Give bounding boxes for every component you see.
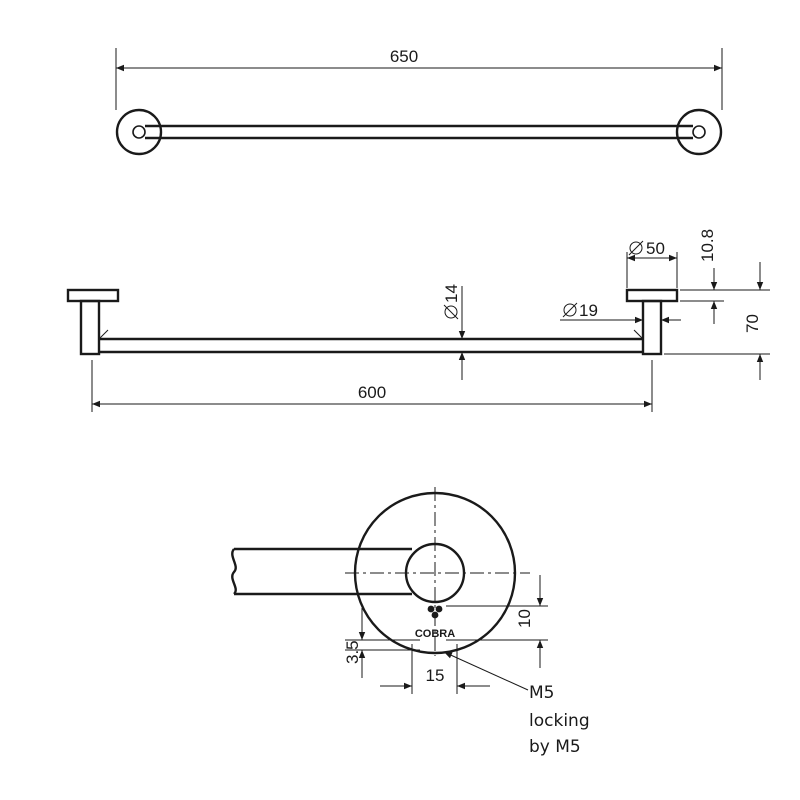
screw-label: M5: [529, 683, 554, 703]
projection-label: 70: [743, 314, 762, 333]
tube-diameter-callout: 19: [562, 301, 598, 320]
screw-offset-v-label: 3.5: [343, 640, 362, 664]
locking-note-line1: locking: [529, 711, 590, 731]
bar-bevel-right: [633, 329, 644, 340]
left-flange-plate: [66, 288, 120, 303]
right-post: [641, 299, 663, 356]
overall-length-label: 650: [390, 47, 418, 66]
flange-diameter-label: 50: [646, 239, 665, 258]
flange-thickness-label: 10.8: [698, 229, 717, 262]
top-view: 650: [115, 47, 723, 156]
right-flange-center: [692, 125, 706, 139]
bar-length-label: 600: [358, 383, 386, 402]
detail-bar-body: [234, 547, 412, 596]
left-flange-outline: [115, 108, 163, 156]
bar-bevel-left: [98, 329, 109, 340]
cobra-logo: COBRA: [415, 605, 455, 640]
detail-bar-break: [231, 548, 237, 595]
flange-diameter-callout: 50: [628, 239, 665, 258]
tube-diameter-label: 19: [579, 301, 598, 320]
front-view: 600 14 19 50 10.8: [66, 229, 770, 412]
right-flange-plate: [625, 288, 679, 303]
screw-height-label: 10: [515, 609, 534, 628]
left-post: [79, 299, 101, 356]
screw-leader-line: [443, 651, 529, 691]
left-flange-center: [132, 125, 146, 139]
logo-text: COBRA: [415, 628, 455, 640]
locking-note-line2: by M5: [529, 737, 581, 757]
right-flange-outline: [675, 108, 723, 156]
rod-diameter-label: 14: [442, 284, 461, 303]
detail-view: COBRA 10 3.5 15 M5 locking by M5: [231, 487, 590, 757]
screw-offset-h-label: 15: [426, 666, 445, 685]
rod-diameter-callout: 14: [442, 284, 461, 320]
